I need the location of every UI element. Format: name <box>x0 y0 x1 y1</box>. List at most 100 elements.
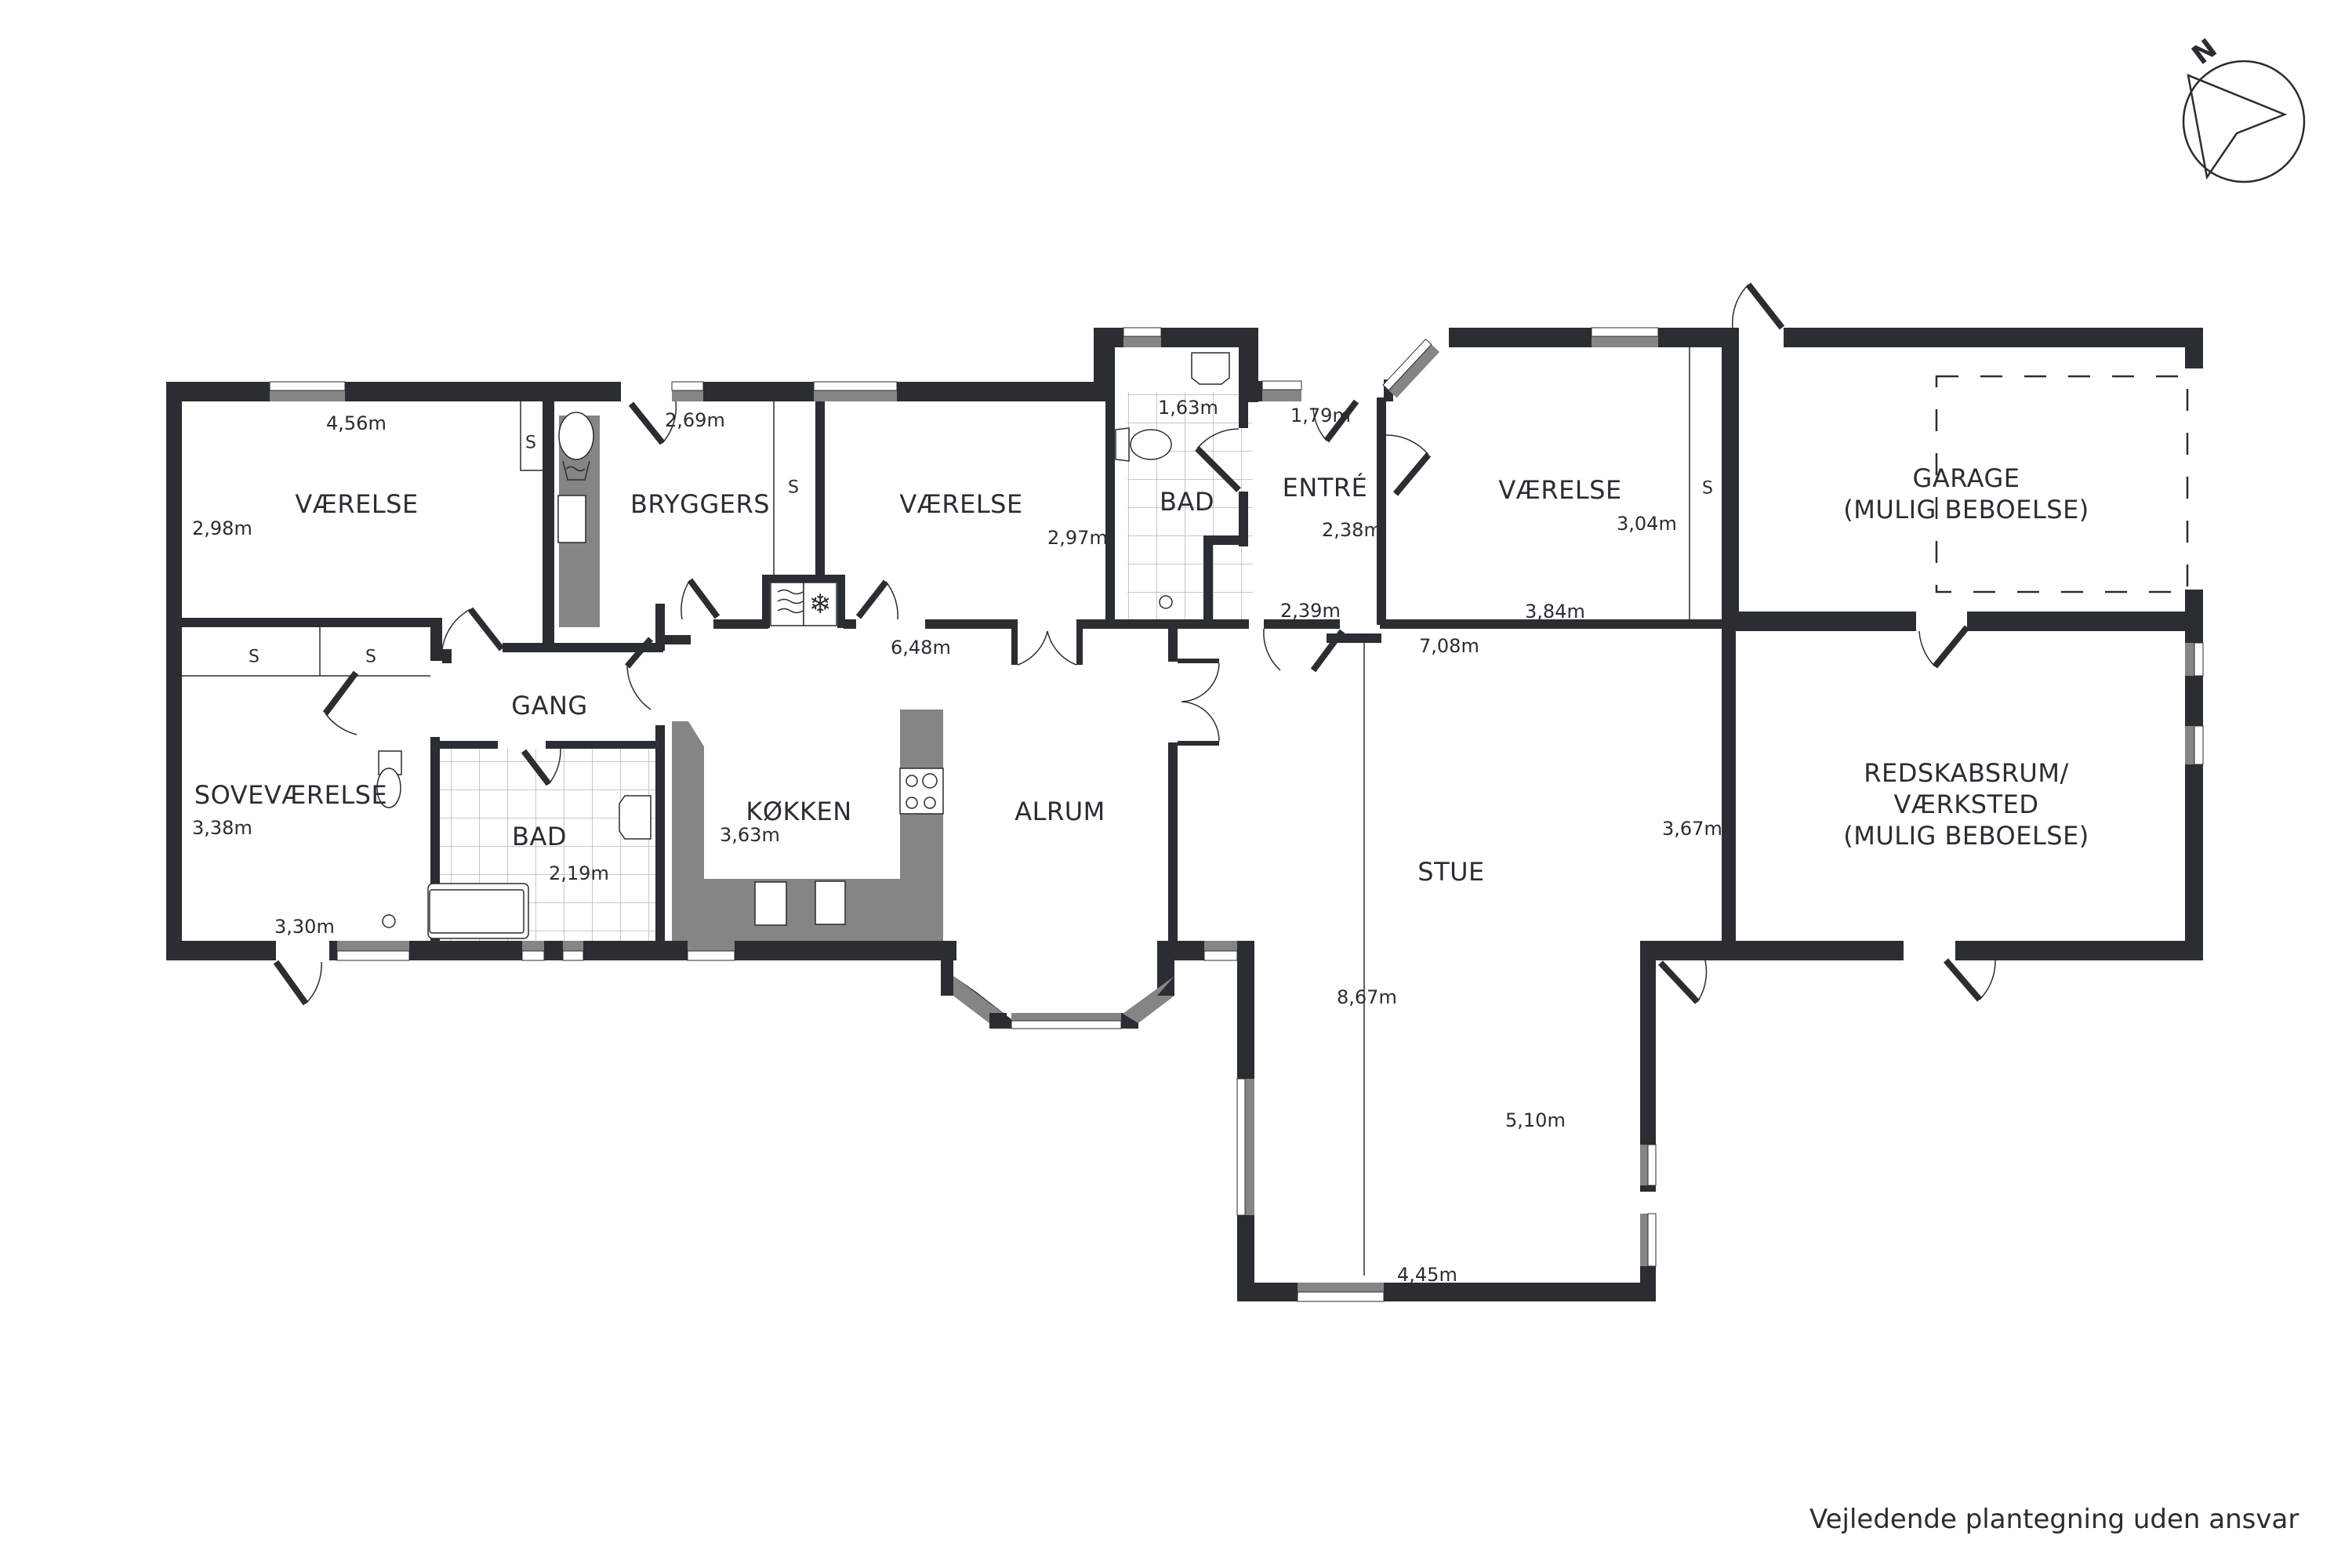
room-label-bad-1: BAD <box>1160 487 1214 517</box>
room-label-stue: STUE <box>1417 857 1485 887</box>
window <box>1236 1078 1254 1216</box>
dishwasher-icon <box>815 880 846 925</box>
hob-icon <box>899 768 944 815</box>
dimension-label: 5,10m <box>1505 1109 1566 1131</box>
snowflake-icon: ❄ <box>809 589 832 620</box>
window <box>1297 1283 1385 1302</box>
room-label-alrum: ALRUM <box>1014 797 1105 826</box>
toilet-icon <box>378 750 402 775</box>
room-label-vaerelse-3: VÆRELSE <box>1498 475 1622 505</box>
dimension-label: 3,04m <box>1617 513 1677 535</box>
freezer-icon <box>803 582 837 626</box>
door <box>855 579 898 620</box>
storage-marker: S <box>249 647 260 667</box>
dimension-label: 2,98m <box>192 517 252 539</box>
room-label-gang: GANG <box>511 691 588 720</box>
door <box>1312 399 1359 443</box>
floor-drain-icon <box>1159 595 1173 609</box>
room-label-garage: GARAGE (MULIG BEBOELSE) <box>1843 463 2089 524</box>
window <box>1382 338 1440 398</box>
doors <box>273 282 1996 1006</box>
window <box>2185 642 2204 677</box>
door <box>1918 625 1970 669</box>
dimension-label: 3,63m <box>720 824 780 846</box>
washbasin-icon <box>1191 352 1230 385</box>
bathtub-inner-icon <box>429 889 524 934</box>
room-label-koekken: KØKKEN <box>746 797 852 826</box>
storage-marker: S <box>1702 478 1713 499</box>
room-label-vaerelse-2: VÆRELSE <box>899 489 1023 519</box>
door <box>628 401 677 445</box>
dimension-label: 2,38m <box>1322 519 1382 541</box>
window <box>687 941 735 961</box>
storage-marker: S <box>525 433 536 453</box>
door <box>1732 282 1785 330</box>
disclaimer-text: Vejledende plantegning uden ansvar <box>1809 1504 2299 1535</box>
window <box>1203 941 1238 961</box>
dryer-icon <box>770 582 804 626</box>
double-door <box>1181 662 1220 742</box>
toilet-icon <box>1115 427 1130 462</box>
hob-burner-icon <box>906 775 918 787</box>
door <box>681 578 720 620</box>
dimension-label: 3,38m <box>192 817 252 839</box>
window <box>1591 327 1659 347</box>
hob-burner-icon <box>906 797 918 809</box>
washing-machine-icon <box>558 412 594 460</box>
north-label: N <box>2187 33 2223 71</box>
floor-drain-icon <box>382 914 396 928</box>
room-label-redskabsrum: REDSKABSRUM/ VÆRKSTED (MULIG BEBOELSE) <box>1843 758 2089 851</box>
storage-marker: S <box>788 477 799 498</box>
dimension-label: 1,79m <box>1290 405 1351 426</box>
dimension-label: 3,30m <box>274 916 335 938</box>
compass-icon <box>2182 60 2306 183</box>
door <box>1385 434 1432 496</box>
window <box>813 381 898 401</box>
window <box>1640 1144 1657 1186</box>
room-label-entre: ENTRÉ <box>1282 473 1368 503</box>
storage-marker: S <box>365 647 376 667</box>
dimension-label: 4,45m <box>1397 1264 1457 1286</box>
dimension-label: 4,56m <box>326 412 387 434</box>
dimension-label: 3,84m <box>1525 601 1585 622</box>
kitchen-sink-icon <box>754 881 787 926</box>
hob-burner-icon <box>922 773 938 789</box>
garage-dashed-outline <box>1935 375 2189 593</box>
dimension-label: 2,97m <box>1047 527 1108 549</box>
fixtures: ❄ <box>376 352 1230 939</box>
windows <box>269 327 2204 1302</box>
double-door <box>1017 630 1077 666</box>
dimension-label: 8,67m <box>1337 986 1397 1008</box>
utility-sink-icon <box>557 495 586 543</box>
closets <box>182 347 1690 1276</box>
washbasin-icon <box>619 795 652 840</box>
window <box>2185 725 2204 765</box>
window <box>269 381 346 401</box>
window <box>1640 1213 1657 1267</box>
dimension-label: 6,48m <box>891 637 951 659</box>
door <box>322 670 359 735</box>
dimension-label: 3,67m <box>1662 818 1722 840</box>
room-label-sovevaerelse: SOVEVÆRELSE <box>194 780 388 810</box>
door <box>624 637 654 710</box>
door <box>1195 428 1241 492</box>
door <box>521 748 561 786</box>
dryer-waves-icon <box>777 589 804 614</box>
hob-burner-icon <box>924 797 936 809</box>
room-label-bryggers: BRYGGERS <box>630 489 771 519</box>
door <box>273 960 322 1006</box>
window <box>521 941 545 961</box>
dimension-label: 7,08m <box>1419 635 1479 657</box>
door <box>1263 628 1345 673</box>
laundry-tub-icon <box>562 460 590 481</box>
room-label-bad-2: BAD <box>512 822 567 851</box>
room-label-vaerelse-1: VÆRELSE <box>295 489 419 519</box>
dimension-label: 2,69m <box>665 409 725 431</box>
dimension-label: 2,19m <box>549 862 609 884</box>
door <box>1658 960 1708 1004</box>
bay-window <box>941 976 1174 1029</box>
toilet-bowl-icon <box>1130 429 1172 460</box>
toilet-bowl-icon <box>376 768 401 808</box>
window <box>671 381 704 401</box>
